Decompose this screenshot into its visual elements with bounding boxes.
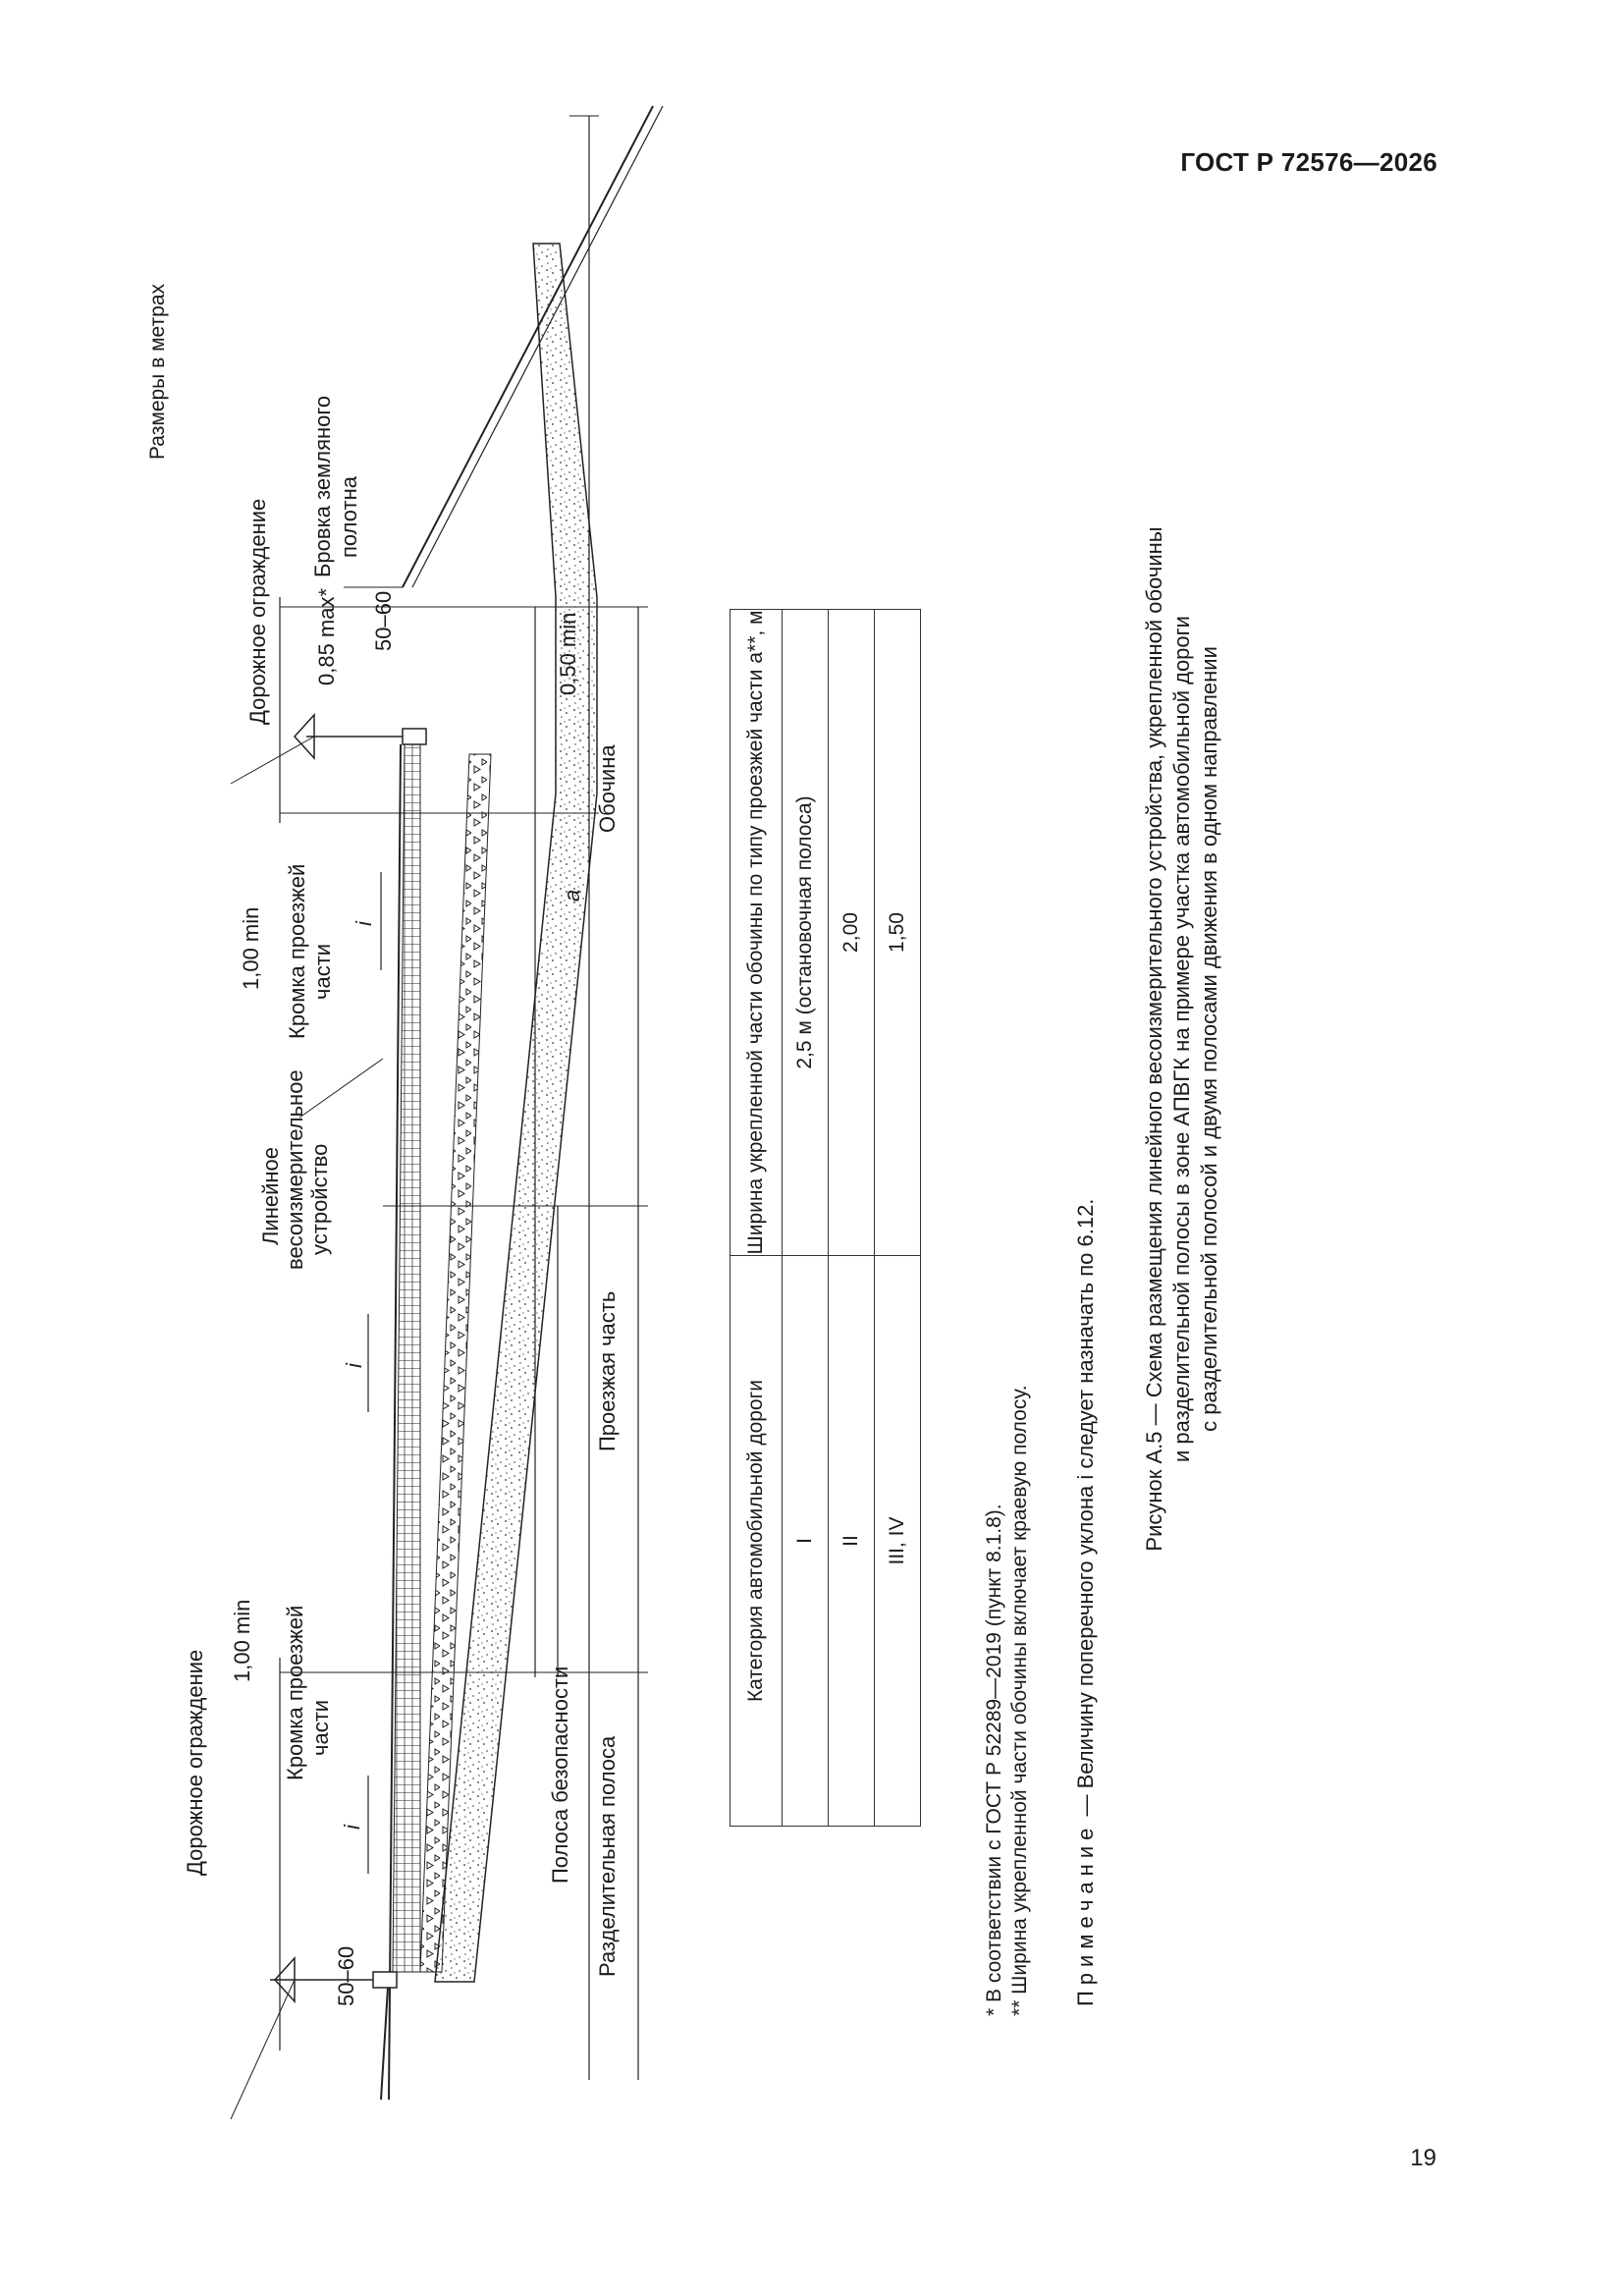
table-row: II 2,00 (828, 609, 875, 1827)
note-line: Примечание — Величину поперечного уклона… (1073, 1198, 1098, 2006)
table-header-row: Категория автомобильной дороги Ширина ук… (730, 609, 783, 1827)
caption-line-2: и разделительной полосы в зоне АПВГК на … (1169, 616, 1194, 1462)
units-note: Размеры в метрах (146, 284, 169, 460)
wim-2: весоизмерительное (283, 1069, 307, 1270)
edge-left-2: части (308, 1699, 333, 1756)
edge-left-1: Кромка проезжей (283, 1605, 307, 1780)
table-row: III, IV 1,50 (874, 609, 921, 1827)
table-cell: I (782, 1255, 829, 1827)
subgrade-2: полотна (337, 476, 361, 558)
shoulder-label: Обочина (595, 744, 620, 833)
page-number: 19 (1410, 2145, 1436, 2171)
guardrail-left-label: Дорожное ограждение (183, 1649, 207, 1876)
document-header: ГОСТ Р 72576—2026 (1180, 147, 1437, 177)
subgrade-1: Бровка земляного (310, 395, 335, 577)
table-row: I 2,5 м (остановочная полоса) (782, 609, 829, 1827)
median-label: Разделительная полоса (595, 1735, 620, 1977)
width-a-label: a (560, 889, 584, 902)
aggregate-layer (419, 753, 492, 1973)
table-header-category: Категория автомобильной дороги (730, 1255, 783, 1827)
soil-layer (434, 243, 598, 1983)
safety-strip-label: Полоса безопасности (548, 1666, 572, 1884)
max-085-dim: 0,85 max* (314, 587, 339, 685)
footnote-2: ** Ширина укрепленной части обочины вклю… (1008, 1385, 1031, 2016)
table-cell: 1,50 (874, 609, 921, 1256)
note-text: — Величину поперечного уклона i следует … (1073, 1198, 1098, 1817)
left-min-dim: 1,00 min (230, 1599, 254, 1682)
table-cell: II (828, 1255, 875, 1827)
edge-right-2: части (310, 943, 335, 1000)
shoulder-width-table: Категория автомобильной дороги Ширина ук… (730, 609, 921, 1827)
figure-caption: Рисунок А.5 — Схема размещения линейного… (1141, 371, 1223, 1707)
slope-right-label: i (352, 921, 376, 926)
caption-line-1: Рисунок А.5 — Схема размещения линейного… (1142, 526, 1166, 1552)
left-post-dim: 50–60 (334, 1945, 358, 2006)
slope-mid-label: i (342, 1363, 366, 1368)
note-label: Примечание (1073, 1822, 1098, 2006)
carriageway-label: Проезжая часть (595, 1290, 620, 1451)
min-050-dim: 0,50 min (556, 612, 580, 695)
pavement-layer (392, 743, 421, 1973)
table-cell: 2,5 м (остановочная полоса) (782, 609, 829, 1256)
edge-right-1: Кромка проезжей (285, 863, 309, 1039)
caption-line-3: с разделительной полосой и двумя полосам… (1197, 646, 1221, 1432)
table-cell: 2,00 (828, 609, 875, 1256)
table-header-width: Ширина укрепленной части обочины по типу… (730, 609, 783, 1256)
right-post-dim: 50–60 (371, 590, 396, 651)
right-min-dim: 1,00 min (239, 906, 263, 990)
wim-1: Линейное (258, 1146, 283, 1245)
wim-3: устройство (307, 1143, 332, 1255)
table-cell: III, IV (874, 1255, 921, 1827)
slope-left-label: i (340, 1825, 364, 1830)
guardrail-right-label: Дорожное ограждение (245, 498, 270, 725)
footnote-1: * В соответствии с ГОСТ Р 52289—2019 (пу… (983, 1503, 1005, 2016)
